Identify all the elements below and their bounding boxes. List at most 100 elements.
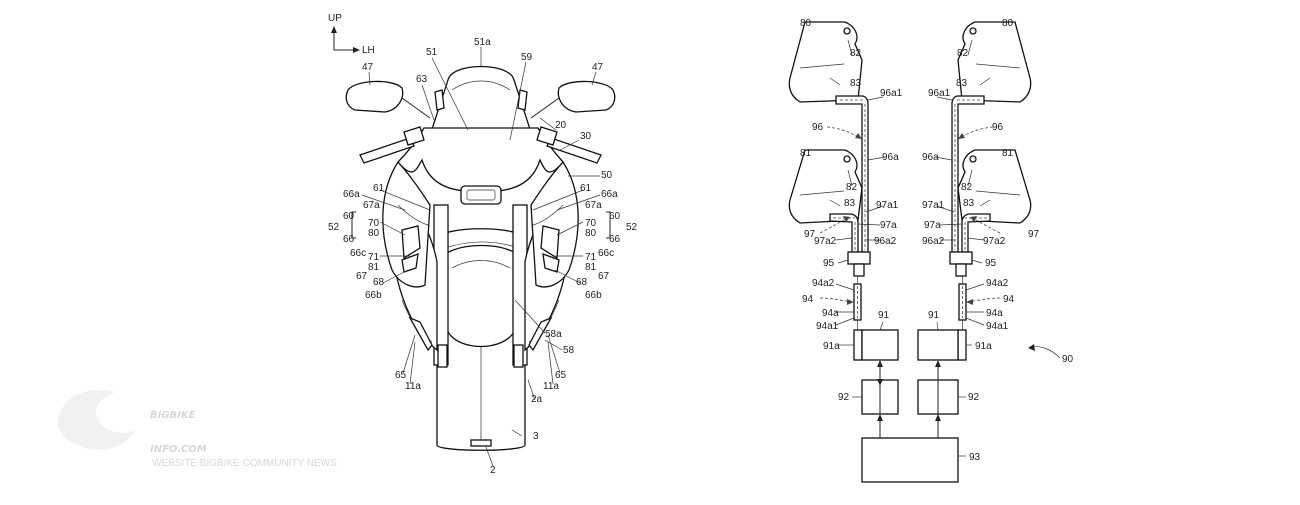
sys-label-82-right: 82	[957, 48, 969, 59]
label-63: 63	[416, 74, 428, 85]
label-71-right: 71	[585, 252, 597, 263]
sys-label-91a-right: 91a	[975, 341, 992, 352]
label-81-left: 81	[368, 262, 380, 273]
label-30: 30	[580, 131, 592, 142]
label-66b-left: 66b	[365, 290, 382, 301]
control-unit-93: 93	[861, 414, 981, 483]
sys-label-97a2-left: 97a2	[814, 236, 837, 247]
sys-label-92-right: 92	[968, 392, 980, 403]
label-70-left: 70	[368, 218, 380, 229]
sys-label-97a1-left: 97a1	[876, 200, 899, 211]
sys-label-83b-right: 83	[963, 198, 975, 209]
sys-label-90: 90	[1062, 354, 1074, 365]
actuator-91-left	[861, 329, 899, 361]
flap-80-right	[957, 21, 1032, 103]
flap-80-left	[788, 21, 863, 103]
label-65-left: 65	[395, 370, 407, 381]
axis-up-label: UP	[328, 13, 342, 24]
label-50: 50	[601, 170, 613, 181]
junction-95-left	[847, 251, 871, 265]
sys-label-91-left: 91	[878, 310, 890, 321]
sys-label-92-left: 92	[838, 392, 850, 403]
label-66b-right: 66b	[585, 290, 602, 301]
label-2a: 2a	[531, 394, 543, 405]
label-67a-right: 67a	[585, 200, 602, 211]
watermark-line1: BIGBIKE	[150, 410, 196, 421]
sys-label-93: 93	[969, 452, 981, 463]
label-61-left: 61	[373, 183, 385, 194]
sys-label-80-left: 80	[800, 18, 812, 29]
sys-label-81-left: 81	[800, 148, 812, 159]
sys-label-97-right: 97	[1028, 229, 1040, 240]
flap-81-left	[788, 149, 863, 224]
pulley-91a-right	[957, 329, 967, 361]
label-80-right: 80	[585, 228, 597, 239]
sys-label-97a-left: 97a	[880, 220, 897, 231]
label-70-right: 70	[585, 218, 597, 229]
label-52-left: 52	[328, 222, 340, 233]
sys-label-81-right: 81	[1002, 148, 1014, 159]
sys-label-82b-right: 82	[961, 182, 973, 193]
sys-label-82-left: 82	[850, 48, 862, 59]
label-47-left: 47	[362, 62, 374, 73]
sys-label-94a2-left: 94a2	[812, 278, 835, 289]
label-11a-left: 11a	[405, 381, 421, 392]
sys-label-80-right: 80	[1002, 18, 1014, 29]
label-67a-left: 67a	[363, 200, 380, 211]
label-68-right: 68	[576, 277, 588, 288]
watermark-logo-icon	[57, 389, 136, 450]
label-60-right: 60	[609, 211, 621, 222]
sys-label-91a-left: 91a	[823, 341, 840, 352]
handlebar-left	[359, 137, 415, 164]
system-left: 80 82 83 96a1 96 96a 81 82 83 97a1 97a 9…	[788, 18, 903, 415]
label-66a-right: 66a	[601, 189, 618, 200]
pulley-91a-left	[853, 329, 863, 361]
label-61-right: 61	[580, 183, 592, 194]
headlight	[460, 185, 502, 205]
label-66c-left: 66c	[350, 248, 366, 259]
watermark: BIGBIKE INFO.COM WEBSITE BIGBIKE COMMUNI…	[57, 389, 337, 469]
orientation-axis: UP LH	[328, 13, 375, 56]
label-81-right: 81	[585, 262, 597, 273]
label-58: 58	[563, 345, 575, 356]
sys-label-96a-left: 96a	[882, 152, 899, 163]
sys-label-83-right: 83	[956, 78, 968, 89]
label-47-right: 47	[592, 62, 604, 73]
label-66a-left: 66a	[343, 189, 360, 200]
label-11a-right: 11a	[543, 381, 559, 392]
axis-lh-label: LH	[362, 45, 375, 56]
handlebar-right	[546, 137, 602, 164]
sys-label-96a2-right: 96a2	[922, 236, 945, 247]
sys-label-97a-right: 97a	[924, 220, 941, 231]
sys-label-96a-right: 96a	[922, 152, 939, 163]
label-65-right: 65	[555, 370, 567, 381]
motorcycle-front-view: 51a 51 59 47 47 63 20 30 50 61 61 66a 66…	[328, 37, 638, 476]
label-59: 59	[521, 52, 533, 63]
mirror-left	[345, 80, 404, 113]
moto-leader-lines	[361, 47, 601, 467]
sys-label-96a2-left: 96a2	[874, 236, 897, 247]
label-67-left: 67	[356, 271, 368, 282]
sys-label-94a-right: 94a	[986, 308, 1003, 319]
label-67-right: 67	[598, 271, 610, 282]
watermark-tagline: WEBSITE BIGBIKE COMMUNITY NEWS	[152, 458, 337, 469]
system-right: 80 82 83 96a1 96 96a 81 82 83 97a1 97a 9…	[917, 18, 1074, 415]
sys-label-95-left: 95	[823, 258, 835, 269]
junction-95-right	[949, 251, 973, 265]
label-52-right: 52	[626, 222, 638, 233]
label-66-left: 66	[343, 234, 355, 245]
sys-label-94-right: 94	[1003, 294, 1015, 305]
sys-label-95-right: 95	[985, 258, 997, 269]
label-80-left: 80	[368, 228, 380, 239]
sys-label-97a2-right: 97a2	[983, 236, 1006, 247]
sys-label-83-left: 83	[850, 78, 862, 89]
sys-label-91-right: 91	[928, 310, 940, 321]
label-60-left: 60	[343, 211, 355, 222]
sys-label-82b-left: 82	[846, 182, 858, 193]
sys-label-94-left: 94	[802, 294, 814, 305]
sys-label-97-left: 97	[804, 229, 816, 240]
sys-label-96a1-left: 96a1	[880, 88, 903, 99]
sys-label-83b-left: 83	[844, 198, 856, 209]
